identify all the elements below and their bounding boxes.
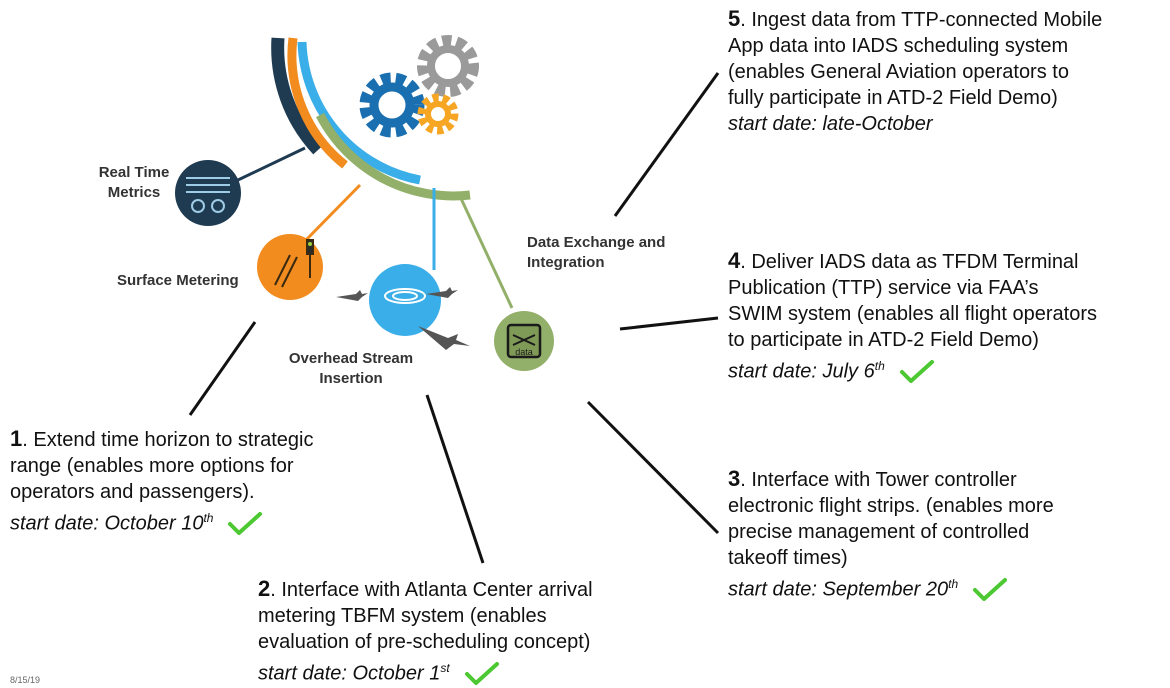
connector-step4 — [619, 316, 719, 331]
surface-metering-node — [257, 234, 323, 300]
step-5-date: start date: late-October — [728, 113, 933, 135]
step-2-check-icon — [464, 662, 499, 686]
data-icon-text: data — [515, 347, 533, 357]
label-real-time-metrics-line2: Metrics — [107, 184, 161, 201]
step-1-date: start date: October 10 — [10, 512, 204, 535]
step-5-line-2: App data into IADS scheduling system — [728, 35, 1069, 57]
label-real-time-metrics-line1: Real Time — [98, 164, 170, 181]
step-4-line-2: Publication (TTP) service via FAA’s — [728, 277, 1039, 299]
step-3-date: start date: September 20 — [728, 578, 949, 601]
step-1-line-2: range (enables more options for — [10, 455, 294, 477]
spoke-metrics — [237, 146, 306, 182]
timeline-arcs — [271, 37, 471, 201]
shuffle-icon — [512, 334, 536, 346]
spoke-surface — [304, 183, 362, 242]
step-5: 5. Ingest data from TTP-connected Mobile… — [728, 6, 1102, 137]
metrics-dashboard-icon — [186, 177, 230, 213]
step-4-line-4: to participate in ATD-2 Field Demo) — [728, 329, 1039, 351]
step-5-line-4: fully participate in ATD-2 Field Demo) — [728, 87, 1058, 109]
step-5-line-1: . Ingest data from TTP-connected Mobile — [740, 9, 1103, 31]
step-1-line-3: operators and passengers). — [10, 481, 255, 503]
blue-arc — [297, 41, 421, 185]
spoke-data — [456, 191, 514, 309]
step-4-date-suffix: th — [874, 359, 885, 373]
gear-gray-icon — [417, 35, 479, 97]
green-arc — [316, 112, 471, 201]
overhead-stream-node — [336, 264, 470, 350]
label-data-exchange: Data Exchange and Integration — [527, 233, 687, 273]
step-1-line-1: . Extend time horizon to strategic — [22, 429, 314, 451]
step-2-number: 2 — [258, 576, 271, 601]
real-time-metrics-node — [175, 160, 241, 226]
gears-icon — [359, 35, 479, 138]
step-3-line-3: precise management of controlled — [728, 521, 1030, 543]
connector-step2 — [425, 394, 485, 564]
step-4-date: start date: July 6 — [728, 360, 875, 383]
step-4-line-1: . Deliver IADS data as TFDM Terminal — [740, 251, 1079, 273]
label-data-exchange-line2: Integration — [527, 254, 605, 271]
label-overhead-stream-line1: Overhead Stream — [288, 350, 414, 367]
step-3-number: 3 — [728, 466, 741, 491]
connector-step1 — [188, 321, 257, 416]
step-4-number: 4 — [728, 248, 741, 273]
step-3-line-2: electronic flight strips. (enables more — [728, 495, 1054, 517]
step-4-line-3: SWIM system (enables all flight operator… — [728, 303, 1098, 325]
step-3: 3. Interface with Tower controller elect… — [728, 466, 1054, 603]
connector-step5 — [613, 72, 720, 217]
node-spokes — [237, 146, 514, 309]
data-exchange-node: data — [494, 311, 554, 371]
step-3-line-1: . Interface with Tower controller — [740, 469, 1017, 491]
step-1-number: 1 — [10, 426, 23, 451]
step-4: 4. Deliver IADS data as TFDM Terminal Pu… — [728, 248, 1097, 385]
step-5-number: 5 — [728, 6, 741, 31]
label-overhead-stream: Overhead Stream Insertion — [276, 349, 426, 389]
runway-light-icon — [274, 239, 314, 288]
orange-arc — [287, 37, 348, 169]
gear-blue-icon — [359, 72, 425, 138]
footer-date: 8/15/19 — [10, 675, 41, 685]
step-3-check-icon — [973, 578, 1008, 602]
label-real-time-metrics: Real Time Metrics — [84, 163, 184, 203]
step-3-date-suffix: th — [948, 577, 959, 591]
airplane-icon — [336, 287, 470, 350]
step-2-line-1: . Interface with Atlanta Center arrival — [270, 579, 593, 601]
connector-step3 — [586, 400, 720, 535]
step-1-date-suffix: th — [203, 511, 214, 525]
navy-arc — [271, 37, 323, 155]
label-surface-metering: Surface Metering — [117, 272, 239, 289]
step-5-line-3: (enables General Aviation operators to — [728, 61, 1069, 83]
step-2-date-suffix: st — [440, 661, 450, 675]
step-3-line-4: takeoff times) — [728, 547, 848, 569]
label-data-exchange-line1: Data Exchange and — [527, 234, 666, 251]
gear-orange-icon — [417, 93, 459, 135]
step-2-line-3: evaluation of pre-scheduling concept) — [258, 631, 591, 653]
step-2: 2. Interface with Atlanta Center arrival… — [258, 576, 593, 687]
connector-lines — [188, 72, 720, 564]
step-2-date: start date: October 1 — [258, 662, 441, 685]
step-4-check-icon — [899, 360, 934, 384]
label-overhead-stream-line2: Insertion — [319, 370, 383, 387]
step-1-check-icon — [228, 512, 263, 536]
step-2-line-2: metering TBFM system (enables — [258, 605, 547, 627]
step-1: 1. Extend time horizon to strategic rang… — [10, 426, 314, 537]
